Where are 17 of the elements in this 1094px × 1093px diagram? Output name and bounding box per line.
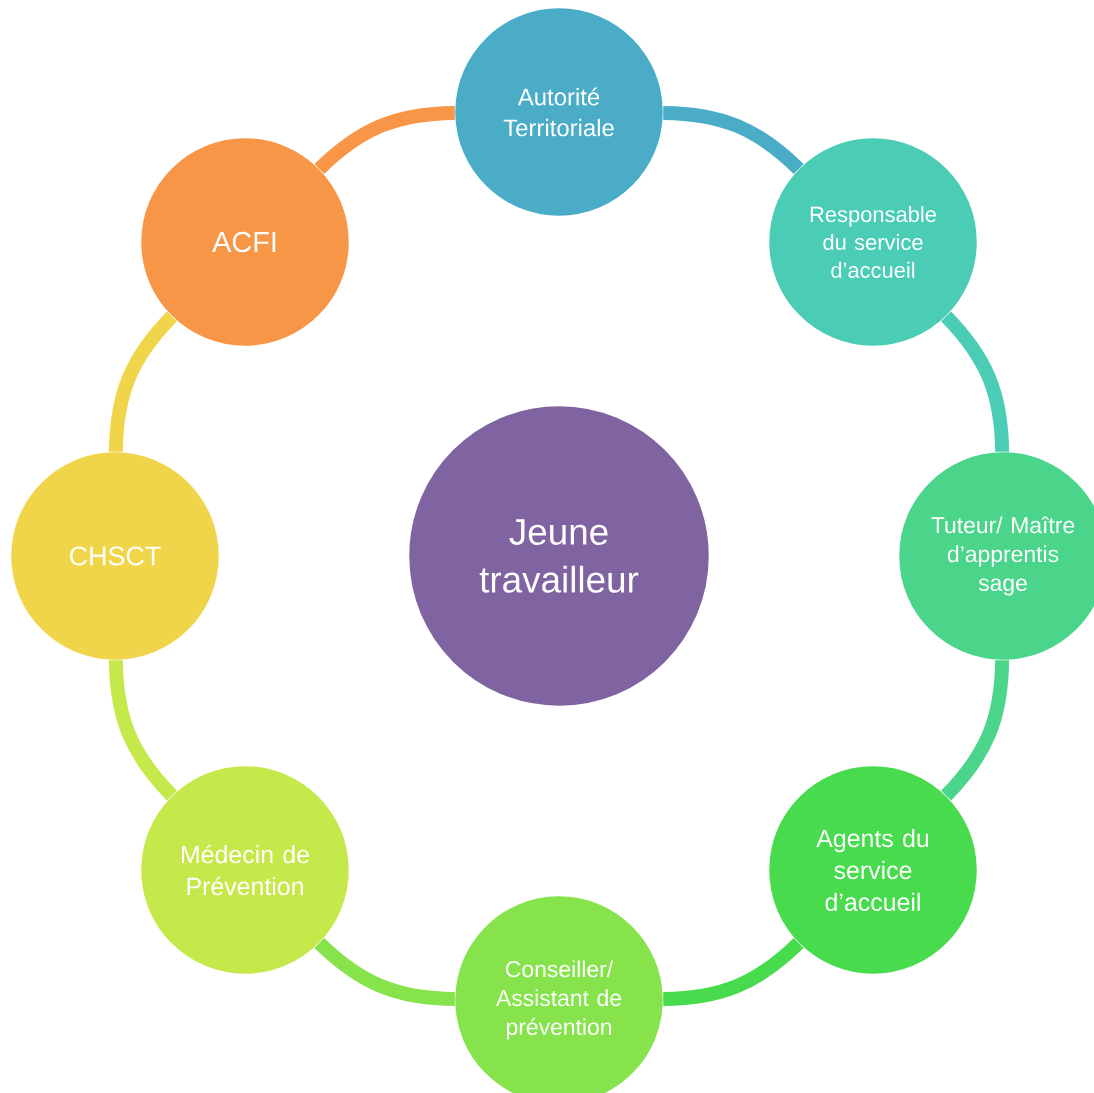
- ring-segment: [108, 311, 178, 452]
- ring-segment: [108, 660, 178, 801]
- ring-segment: [314, 937, 455, 1007]
- circle-node: Jeune travailleur: [406, 403, 712, 709]
- ring-segment: [663, 937, 804, 1007]
- ring-segment: [314, 105, 455, 175]
- ring-segment: [663, 105, 804, 175]
- circle-node: Agents du service d’accueil: [766, 763, 980, 977]
- circle-node: Conseiller/ Assistant de prévention: [452, 893, 666, 1093]
- circle-node: Médecin de Prévention: [138, 763, 352, 977]
- circle-node: CHSCT: [8, 449, 222, 663]
- circle-node: Tuteur/ Maître d’apprentis sage: [896, 449, 1094, 663]
- circle-node: Autorité Territoriale: [452, 5, 666, 219]
- ring-segment: [940, 660, 1010, 801]
- ring-segment: [940, 311, 1010, 452]
- circle-node: Responsable du service d’accueil: [766, 135, 980, 349]
- circle-node: ACFI: [138, 135, 352, 349]
